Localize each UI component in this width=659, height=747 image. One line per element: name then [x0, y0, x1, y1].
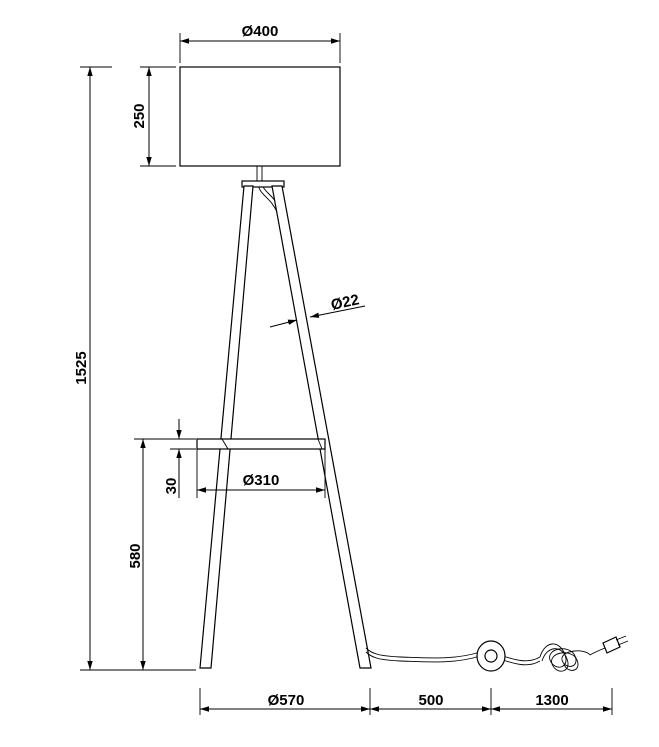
dim-switch-to-plug: 1300 [491, 688, 613, 715]
tripod-head [241, 180, 285, 188]
left-leg [199, 185, 254, 669]
plug [602, 635, 629, 654]
shelf [196, 438, 326, 450]
dim-leg-diameter: Ø22 [269, 291, 366, 328]
dim-cable-to-switch: 500 [370, 688, 492, 715]
dim-shelf-diameter: Ø310 [196, 449, 326, 498]
dim-label-shade-diameter: Ø400 [242, 23, 279, 40]
dim-total-height: 1525 [73, 66, 196, 671]
dim-label-shade-height: 250 [131, 103, 148, 128]
dim-shelf-thickness: 30 [163, 419, 196, 498]
coiled-cable [539, 643, 606, 672]
dim-label-shelf-height: 580 [127, 543, 144, 568]
dim-shade-height: 250 [131, 66, 176, 167]
dim-label-cable-to-switch: 500 [418, 692, 443, 709]
dim-label-total-height: 1525 [73, 351, 90, 384]
dim-label-shelf-thickness: 30 [163, 478, 180, 495]
dim-shelf-height: 580 [127, 438, 196, 670]
lamp-shade [179, 66, 341, 167]
dim-shade-diameter: Ø400 [179, 23, 341, 63]
dim-label-base-diameter: Ø570 [268, 692, 305, 709]
dim-label-shelf-diameter: Ø310 [243, 472, 280, 489]
foot-switch [476, 640, 506, 672]
dim-label-leg-diameter: Ø22 [329, 291, 360, 314]
power-cable [365, 647, 541, 666]
dim-base-diameter: Ø570 [199, 688, 371, 715]
dim-label-switch-to-plug: 1300 [535, 692, 568, 709]
right-leg [271, 185, 372, 669]
